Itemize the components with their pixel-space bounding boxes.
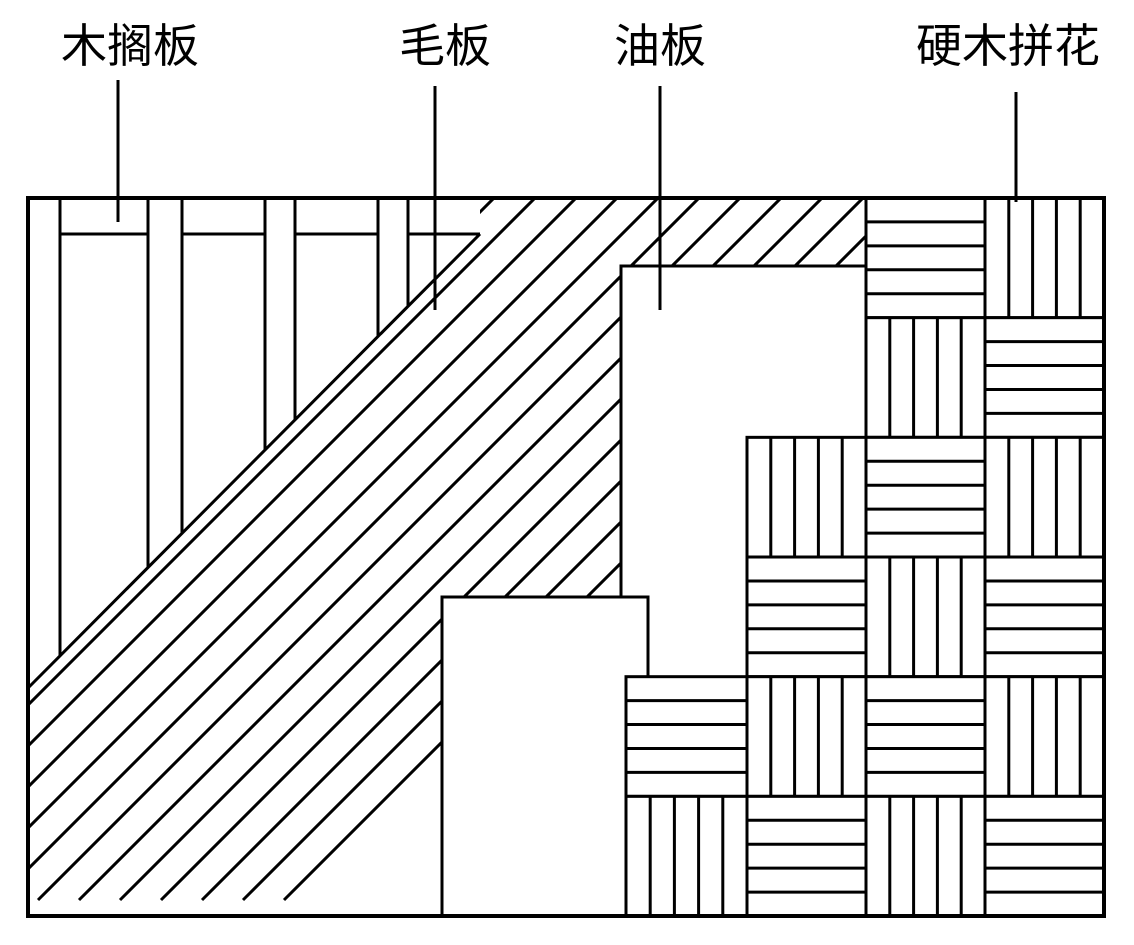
hatch-line xyxy=(28,198,425,902)
wood-joist-region xyxy=(58,198,480,688)
rough-board-edge xyxy=(26,232,482,690)
parquet-tile-border xyxy=(745,435,868,559)
parquet-tile-border xyxy=(745,675,868,798)
parquet-tile xyxy=(745,555,868,679)
parquet-tile-border xyxy=(983,675,1106,798)
rough-board-label: 毛板 xyxy=(399,19,491,73)
hatch-line xyxy=(28,198,507,902)
parquet-tile xyxy=(864,435,987,559)
hatch-line xyxy=(28,198,589,902)
parquet-tile-border xyxy=(745,794,868,918)
floor-outer-frame xyxy=(26,196,1106,918)
parquet-tile xyxy=(983,316,1106,439)
parquet-tile xyxy=(983,196,1106,320)
parquet-tile-border xyxy=(864,794,987,918)
parquet-tile-border xyxy=(983,435,1106,559)
joist-label: 木搁板 xyxy=(61,19,199,73)
hatch-line xyxy=(28,198,866,902)
parquet-tile-border xyxy=(864,435,987,559)
parquet-tile xyxy=(624,794,749,918)
parquet-tile-border xyxy=(745,555,868,679)
felt-board-region xyxy=(440,264,866,916)
parquet-tile xyxy=(983,675,1106,798)
parquet-tile xyxy=(745,794,868,918)
hatch-line xyxy=(28,198,866,902)
parquet-tile-border xyxy=(983,555,1106,679)
parquet-tile xyxy=(864,555,987,679)
parquet-tile-border xyxy=(983,794,1106,918)
parquet-region xyxy=(624,196,1106,918)
hatch-line xyxy=(28,198,866,902)
parquet-tile xyxy=(745,435,868,559)
hatch-line xyxy=(28,198,548,902)
parquet-tile xyxy=(864,196,987,320)
parquet-tile-border xyxy=(864,675,987,798)
felt-board-outline xyxy=(440,264,866,916)
parquet-tile-border xyxy=(983,196,1106,320)
parquet-label: 硬木拼花 xyxy=(916,19,1100,73)
parquet-tile-border xyxy=(864,316,987,439)
joist-lines xyxy=(58,198,480,688)
parquet-tile-border xyxy=(864,555,987,679)
parquet-tile-border xyxy=(624,675,749,798)
hatch-line xyxy=(28,198,630,902)
parquet-tile xyxy=(864,675,987,798)
parquet-tile-border xyxy=(624,794,749,918)
parquet-tile xyxy=(983,555,1106,679)
felt-board-label: 油板 xyxy=(614,19,706,73)
hatch-line xyxy=(36,198,866,902)
parquet-tile xyxy=(983,435,1106,559)
parquet-tile xyxy=(983,794,1106,918)
hatch-line xyxy=(77,198,866,902)
hatch-line xyxy=(28,198,835,902)
hatch-line xyxy=(28,198,712,902)
parquet-tile xyxy=(864,316,987,439)
parquet-tile xyxy=(864,794,987,918)
hatch-line xyxy=(28,198,466,902)
parquet-tile xyxy=(624,675,749,798)
parquet-tile xyxy=(745,675,868,798)
parquet-tile-border xyxy=(864,196,987,320)
parquet-tile-border xyxy=(983,316,1106,439)
hatch-line xyxy=(28,198,866,902)
